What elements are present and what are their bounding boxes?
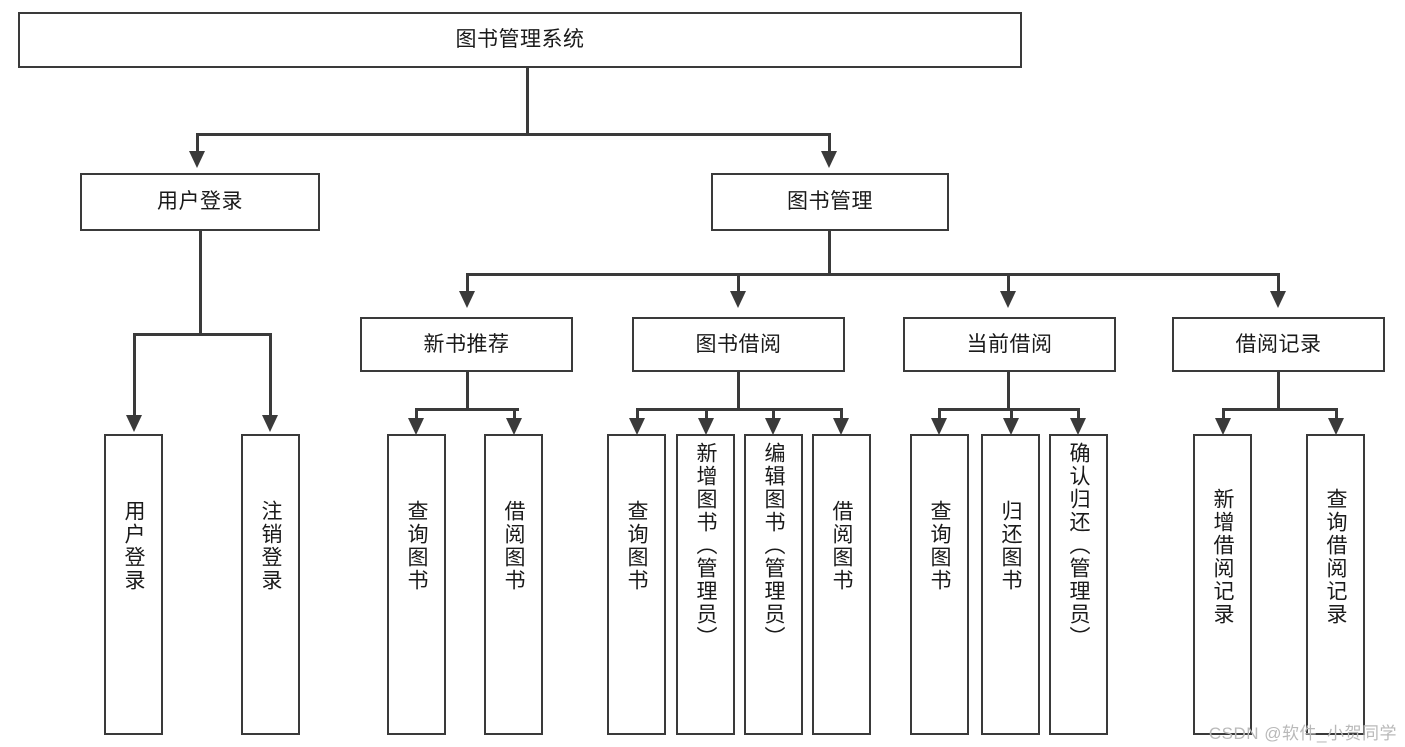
connector-current-borrow-stem bbox=[1007, 372, 1010, 410]
arrowhead-to-borrow-record bbox=[1270, 291, 1286, 308]
connector-to-book-borrow bbox=[737, 273, 740, 291]
connector-current-borrow-drop-1 bbox=[938, 408, 941, 418]
connector-book-borrow-drop-2 bbox=[705, 408, 708, 418]
node-label: 借阅记录 bbox=[1235, 332, 1322, 356]
arrowhead-leaf-query-book-1 bbox=[408, 418, 424, 435]
node-label: 用户登录 bbox=[157, 190, 243, 214]
connector-new-book-drop-2 bbox=[513, 408, 516, 418]
node-current-borrow[interactable]: 当前借阅 bbox=[903, 317, 1116, 372]
connector-root-bar bbox=[196, 133, 830, 136]
arrowhead-to-book-manage bbox=[821, 151, 837, 168]
arrowhead-leaf-borrow-book-2 bbox=[833, 418, 849, 435]
arrowhead-leaf-user-login bbox=[126, 415, 142, 432]
node-root-system[interactable]: 图书管理系统 bbox=[18, 12, 1022, 68]
node-label: 图书管理系统 bbox=[455, 28, 585, 52]
connector-book-borrow-drop-1 bbox=[636, 408, 639, 418]
connector-book-borrow-bar bbox=[636, 408, 843, 411]
connector-to-user-login bbox=[196, 133, 199, 151]
node-label: 查询图书 bbox=[928, 500, 951, 592]
node-label: 当前借阅 bbox=[966, 332, 1053, 356]
connector-borrow-record-drop-1 bbox=[1222, 408, 1225, 418]
connector-user-login-drop-1 bbox=[133, 333, 136, 415]
connector-current-borrow-bar bbox=[938, 408, 1079, 411]
arrowhead-leaf-add-record bbox=[1215, 418, 1231, 435]
arrowhead-leaf-borrow-book-1 bbox=[506, 418, 522, 435]
node-label: 查询图书 bbox=[405, 500, 428, 592]
node-leaf-borrow-book-2[interactable]: 借阅图书 bbox=[812, 434, 871, 735]
arrowhead-leaf-query-record bbox=[1328, 418, 1344, 435]
node-leaf-edit-book[interactable]: 编辑图书（管理员） bbox=[744, 434, 803, 735]
node-label: 借阅图书 bbox=[830, 500, 853, 592]
connector-new-book-bar bbox=[415, 408, 519, 411]
node-label: 新书推荐 bbox=[423, 332, 510, 356]
arrowhead-leaf-add-book bbox=[698, 418, 714, 435]
arrowhead-leaf-return-book bbox=[1003, 418, 1019, 435]
node-book-manage[interactable]: 图书管理 bbox=[711, 173, 949, 231]
connector-borrow-record-stem bbox=[1277, 372, 1280, 410]
connector-book-manage-stem bbox=[828, 231, 831, 275]
node-new-book-recommend[interactable]: 新书推荐 bbox=[360, 317, 573, 372]
arrowhead-leaf-edit-book bbox=[765, 418, 781, 435]
connector-to-current-borrow bbox=[1007, 273, 1010, 291]
node-user-login[interactable]: 用户登录 bbox=[80, 173, 320, 231]
connector-borrow-record-drop-2 bbox=[1335, 408, 1338, 418]
connector-book-manage-bar bbox=[466, 273, 1280, 276]
node-label: 注销登录 bbox=[259, 500, 282, 592]
connector-to-book-manage bbox=[828, 133, 831, 151]
node-borrow-record[interactable]: 借阅记录 bbox=[1172, 317, 1385, 372]
connector-user-login-drop-2 bbox=[269, 333, 272, 415]
node-label: 新增借阅记录 bbox=[1211, 488, 1234, 626]
connector-user-login-bar bbox=[133, 333, 272, 336]
arrowhead-leaf-logout-login bbox=[262, 415, 278, 432]
csdn-watermark: CSDN @软件_小贺同学 bbox=[1208, 724, 1397, 743]
arrowhead-to-current-borrow bbox=[1000, 291, 1016, 308]
node-leaf-query-record[interactable]: 查询借阅记录 bbox=[1306, 434, 1365, 735]
arrowhead-to-user-login bbox=[189, 151, 205, 168]
arrowhead-leaf-query-book-2 bbox=[629, 418, 645, 435]
arrowhead-leaf-confirm-return bbox=[1070, 418, 1086, 435]
node-label: 查询图书 bbox=[625, 500, 648, 592]
connector-current-borrow-drop-2 bbox=[1010, 408, 1013, 418]
connector-new-book-stem bbox=[466, 372, 469, 410]
connector-to-new-book bbox=[466, 273, 469, 291]
connector-borrow-record-bar bbox=[1222, 408, 1337, 411]
arrowhead-to-book-borrow bbox=[730, 291, 746, 308]
node-leaf-borrow-book-1[interactable]: 借阅图书 bbox=[484, 434, 543, 735]
node-label: 编辑图书（管理员） bbox=[762, 442, 785, 649]
connector-book-borrow-drop-4 bbox=[840, 408, 843, 418]
node-leaf-query-book-3[interactable]: 查询图书 bbox=[910, 434, 969, 735]
connector-new-book-drop-1 bbox=[415, 408, 418, 418]
arrowhead-to-new-book bbox=[459, 291, 475, 308]
node-label: 确认归还（管理员） bbox=[1067, 442, 1090, 649]
node-label: 借阅图书 bbox=[502, 500, 525, 592]
connector-current-borrow-drop-3 bbox=[1077, 408, 1080, 418]
node-leaf-add-record[interactable]: 新增借阅记录 bbox=[1193, 434, 1252, 735]
connector-root-stem bbox=[526, 68, 529, 135]
node-label: 新增图书（管理员） bbox=[694, 442, 717, 649]
connector-book-borrow-drop-3 bbox=[772, 408, 775, 418]
connector-book-borrow-stem bbox=[737, 372, 740, 410]
node-label: 归还图书 bbox=[999, 500, 1022, 592]
node-label: 图书借阅 bbox=[695, 332, 782, 356]
connector-to-borrow-record bbox=[1277, 273, 1280, 291]
node-leaf-user-login[interactable]: 用户登录 bbox=[104, 434, 163, 735]
node-leaf-logout-login[interactable]: 注销登录 bbox=[241, 434, 300, 735]
node-leaf-add-book[interactable]: 新增图书（管理员） bbox=[676, 434, 735, 735]
node-label: 查询借阅记录 bbox=[1324, 488, 1347, 626]
node-leaf-query-book-2[interactable]: 查询图书 bbox=[607, 434, 666, 735]
node-leaf-confirm-return[interactable]: 确认归还（管理员） bbox=[1049, 434, 1108, 735]
node-book-borrow[interactable]: 图书借阅 bbox=[632, 317, 845, 372]
connector-user-login-stem bbox=[199, 231, 202, 335]
node-label: 用户登录 bbox=[122, 500, 145, 592]
arrowhead-leaf-query-book-3 bbox=[931, 418, 947, 435]
node-leaf-query-book-1[interactable]: 查询图书 bbox=[387, 434, 446, 735]
node-leaf-return-book[interactable]: 归还图书 bbox=[981, 434, 1040, 735]
node-label: 图书管理 bbox=[787, 190, 873, 214]
